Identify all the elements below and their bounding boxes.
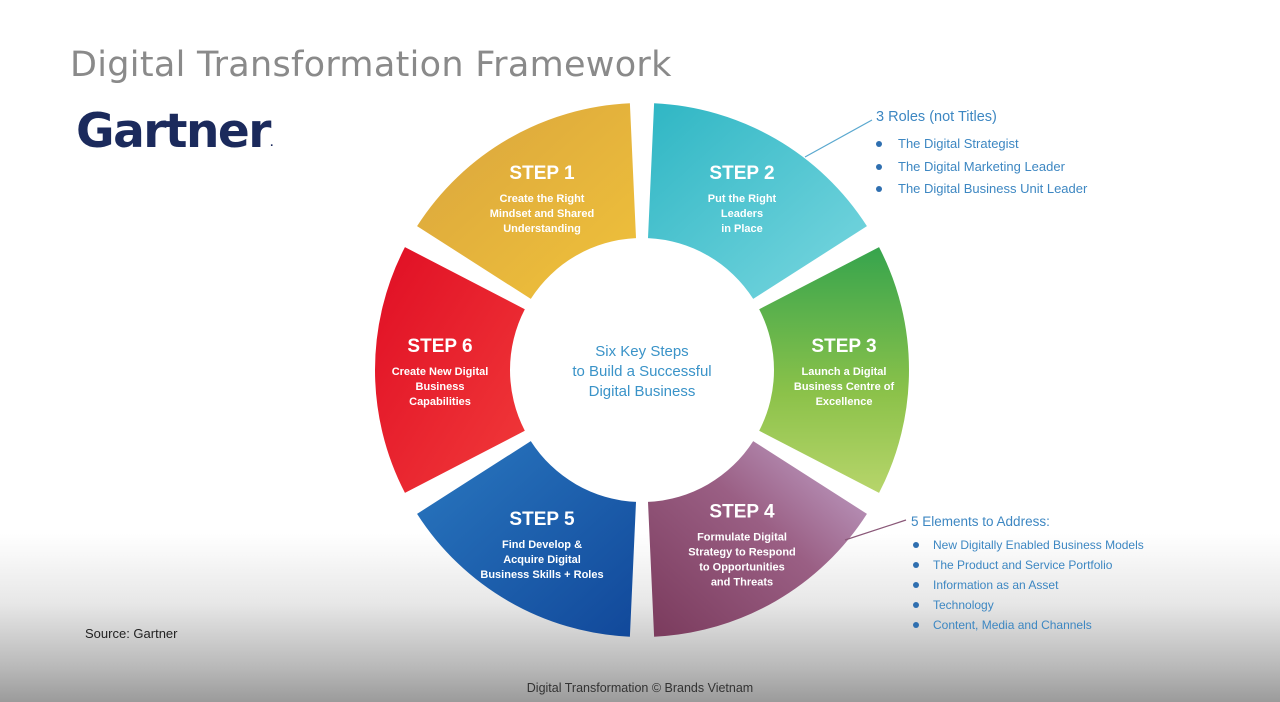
step-1-segment [417,103,637,299]
role-item-label: The Digital Business Unit Leader [898,181,1088,196]
element-item-label: Technology [933,598,994,612]
bullet-icon [913,622,919,628]
step-1-description-line: Understanding [503,223,581,235]
gartner-logo: Gartner. [76,104,273,159]
roles-callout: 3 Roles (not Titles) The Digital Strateg… [876,109,1087,201]
role-item: The Digital Marketing Leader [876,156,1087,179]
elements-callout: 5 Elements to Address: New Digitally Ena… [911,514,1144,635]
role-item: The Digital Strategist [876,133,1087,156]
bullet-icon [913,602,919,608]
step-5-description-line: Business Skills + Roles [480,569,603,581]
role-item: The Digital Business Unit Leader [876,178,1087,201]
logo-mark: . [269,139,274,149]
footer-copyright: Digital Transformation © Brands Vietnam [526,681,754,695]
element-item-label: Information as an Asset [933,578,1059,592]
role-item-label: The Digital Marketing Leader [898,158,1065,174]
bullet-icon [876,186,882,192]
bullet-icon [913,562,919,568]
center-caption-line: to Build a Successful [572,363,711,380]
step-4-description-line: Formulate Digital [697,532,787,544]
step-4-segment [647,441,867,637]
bullet-icon [876,163,882,170]
element-item: Technology [911,595,1144,615]
element-item: Information as an Asset [911,575,1144,595]
step-6-description-line: Business [416,381,465,393]
step-5-label: STEP 5 [509,509,575,530]
source-note: Source: Gartner [85,626,178,641]
step-2-description-line: Leaders [721,208,763,220]
element-item-label: Content, Media and Channels [933,618,1092,632]
elements-leader-line [844,519,907,541]
step-2-description-line: in Place [721,223,763,235]
step-6-description-line: Create New Digital [392,366,489,378]
step-4-description-line: and Threats [711,577,773,589]
elements-callout-title: 5 Elements to Address: [911,514,1050,529]
step-3-description-line: Business Centre of [794,381,895,393]
step-4-label: STEP 4 [709,502,775,523]
step-3-segment [759,247,910,493]
logo-text: Gartner [76,104,271,159]
element-item-label: New Digitally Enabled Business Models [933,538,1144,552]
step-4-description-line: to Opportunities [699,562,785,574]
step-3-description-line: Launch a Digital [802,366,887,378]
step-2-description-line: Put the Right [708,193,777,205]
bullet-icon [876,141,882,147]
element-item: Content, Media and Channels [911,615,1144,635]
step-4-description-line: Strategy to Respond [688,547,796,559]
step-1-label: STEP 1 [509,163,575,184]
roles-list: The Digital Strategist The Digital Marke… [876,133,1087,201]
element-item-label: The Product and Service Portfolio [933,558,1113,572]
step-3-label: STEP 3 [811,336,876,357]
step-1-description-line: Mindset and Shared [490,208,595,220]
step-2-label: STEP 2 [709,163,774,184]
element-item: The Product and Service Portfolio [911,555,1144,575]
elements-list: New Digitally Enabled Business Models Th… [911,535,1144,635]
step-6-segment [374,247,525,493]
step-2-segment [647,103,867,299]
bullet-icon [913,542,919,548]
step-3-description-line: Excellence [816,396,873,408]
step-6-description-line: Capabilities [409,396,471,408]
roles-callout-title: 3 Roles (not Titles) [876,109,997,125]
step-5-segment [417,441,637,637]
step-1-description-line: Create the Right [500,193,585,205]
step-5-description-line: Acquire Digital [503,554,581,566]
slide-title: Digital Transformation Framework [70,45,672,85]
role-item-label: The Digital Strategist [898,136,1019,151]
center-caption-line: Digital Business [589,383,696,400]
step-6-label: STEP 6 [407,336,472,357]
element-item: New Digitally Enabled Business Models [911,535,1144,555]
roles-leader-line [804,119,873,158]
step-5-description-line: Find Develop & [502,539,582,551]
bullet-icon [913,582,919,588]
center-caption-line: Six Key Steps [595,343,688,360]
